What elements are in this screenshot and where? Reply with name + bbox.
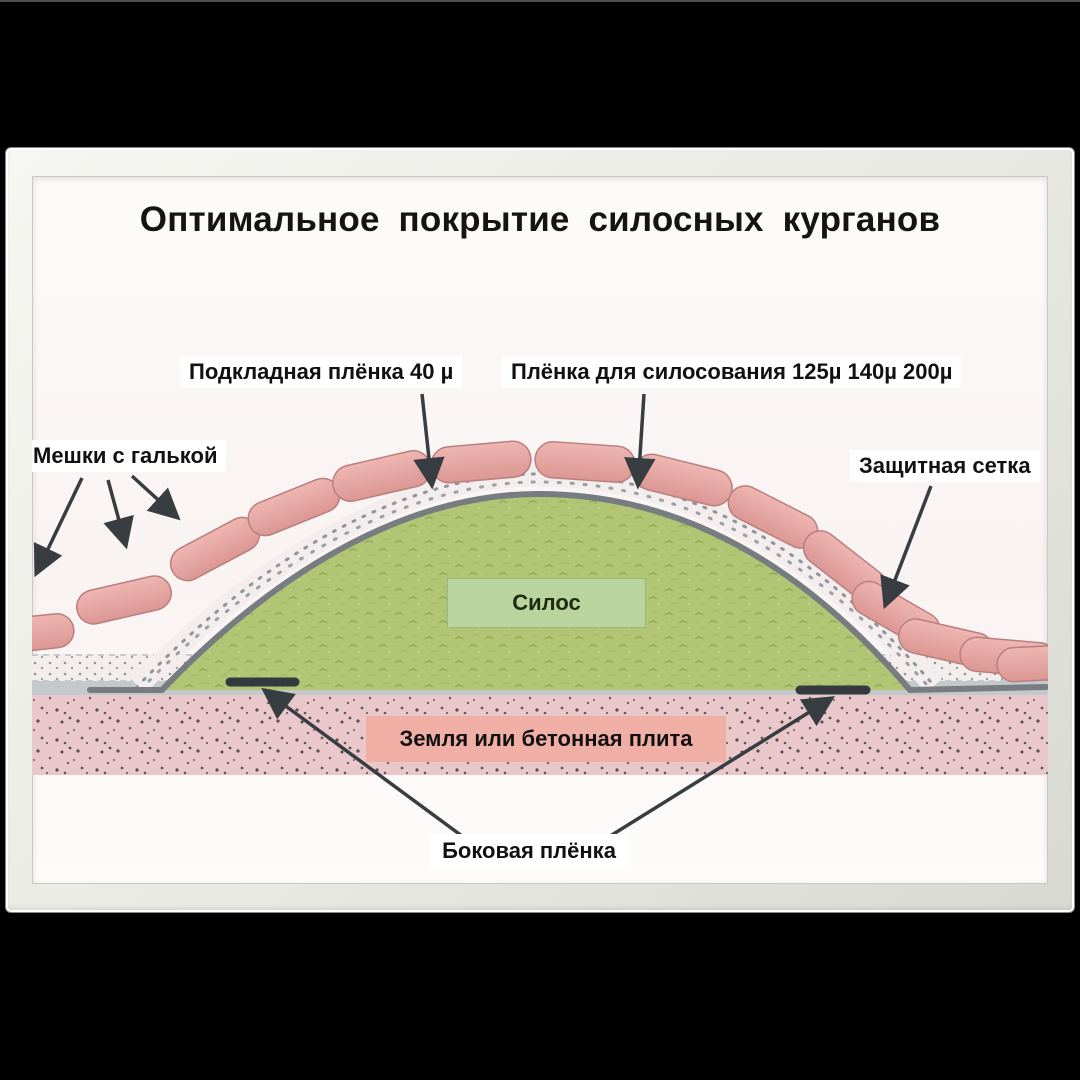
label-protective-net: Защитная сетка [850, 450, 1040, 482]
silage-mound-diagram-svg [32, 393, 1048, 840]
arrow-pebble-bags-3 [130, 474, 181, 521]
picture-frame: Оптимальное покрытие силосных курганов П… [6, 148, 1074, 912]
diagram-title: Оптимальное покрытие силосных курганов [139, 200, 941, 239]
label-silage: Силос [447, 578, 646, 628]
arrow-pebble-bags-1 [33, 477, 84, 578]
arrow-underlay-film [413, 393, 445, 490]
mound-netting-band [130, 465, 942, 694]
pebble-bag [76, 575, 172, 625]
label-ground: Земля или бетонная плита [366, 716, 726, 762]
arrow-side-film-right [606, 696, 835, 840]
pebble-bag [32, 613, 75, 655]
arrow-pebble-bags-2 [103, 479, 134, 550]
top-edge-line [0, 0, 1080, 2]
label-side-film: Боковая плёнка [430, 834, 628, 868]
label-silage-film: Плёнка для силосования 125µ 140µ 200µ [502, 356, 962, 388]
diagram-canvas: Оптимальное покрытие силосных курганов П… [32, 176, 1048, 884]
arrow-protective-net [880, 485, 933, 610]
arrow-side-film-left [261, 687, 464, 838]
annotation-arrows [33, 393, 933, 840]
silage-film-line [87, 490, 1048, 694]
pebble-bags [32, 440, 1048, 683]
pebble-bag [996, 643, 1048, 683]
label-pebble-bags: Мешки с галькой [32, 440, 227, 472]
pebble-bag [534, 441, 636, 483]
label-underlay-film: Подкладная плёнка 40 µ [180, 356, 463, 388]
arrow-silage-film [624, 393, 656, 490]
